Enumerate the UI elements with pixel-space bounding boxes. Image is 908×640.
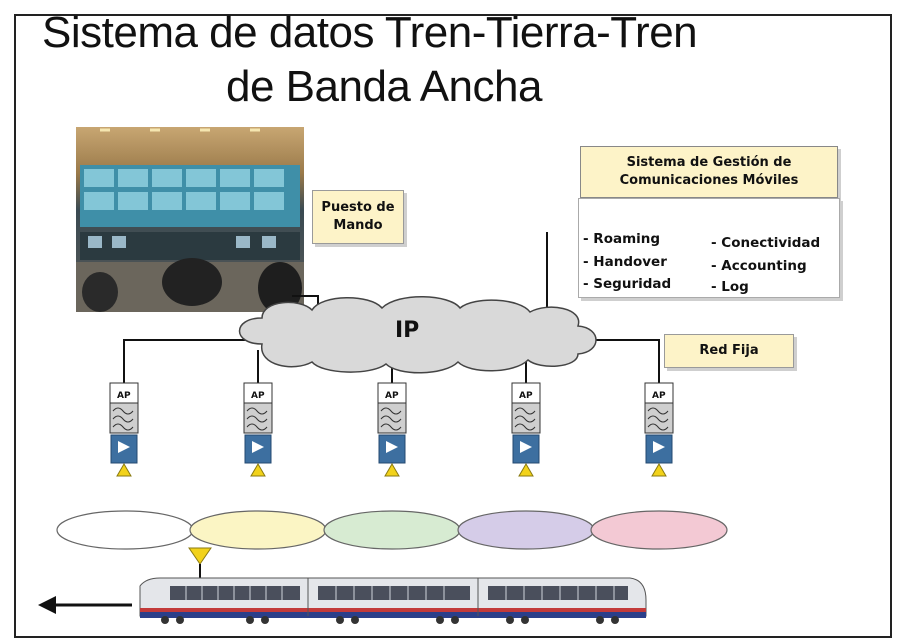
coverage-cells [56, 510, 728, 550]
ap-label-3: AP [385, 391, 399, 401]
control-room-photo [76, 127, 304, 314]
ap-label-4: AP [519, 391, 533, 401]
direction-arrow [38, 596, 132, 614]
sgcm-title-box: Sistema de Gestión de Comunicaciones Móv… [580, 146, 838, 198]
access-point-1 [109, 382, 139, 477]
sgcm-title-line1: Sistema de Gestión de [626, 155, 792, 170]
sgcm-right-item: - Accounting [711, 258, 807, 274]
sgcm-left-item: - Handover [583, 254, 667, 270]
sgcm-right-item: - Log [711, 279, 749, 295]
sgcm-functions-box: - Roaming - Handover - Seguridad - Conec… [578, 198, 840, 298]
access-point-5 [644, 382, 674, 477]
access-point-4 [511, 382, 541, 477]
ip-cloud [238, 296, 597, 374]
sgcm-left-item: - Roaming [583, 231, 661, 247]
ip-cloud-label: IP [395, 318, 420, 343]
access-point-2 [243, 382, 273, 477]
coverage-cell-1 [56, 510, 194, 550]
red-fija-label: Red Fija [664, 334, 794, 368]
coverage-cell-4 [457, 510, 595, 550]
coverage-cell-3 [323, 510, 461, 550]
train-antenna [188, 547, 212, 582]
slide-title-line1: Sistema de datos Tren-Tierra-Tren [42, 8, 698, 57]
train [139, 577, 647, 624]
sgcm-left-item: - Seguridad [583, 276, 672, 292]
access-point-3 [377, 382, 407, 477]
sgcm-right-item: - Conectividad [711, 235, 821, 251]
coverage-cell-5 [590, 510, 728, 550]
ap-label-5: AP [652, 391, 666, 401]
ap-label-1: AP [117, 391, 131, 401]
puesto-label-line2: Mando [333, 218, 383, 233]
puesto-label-line1: Puesto de [321, 200, 395, 215]
slide-title-line2: de Banda Ancha [226, 62, 542, 111]
ap-label-2: AP [251, 391, 265, 401]
coverage-cell-2 [189, 510, 327, 550]
sgcm-title-line2: Comunicaciones Móviles [619, 173, 799, 188]
puesto-de-mando-label: Puesto de Mando [312, 190, 404, 244]
